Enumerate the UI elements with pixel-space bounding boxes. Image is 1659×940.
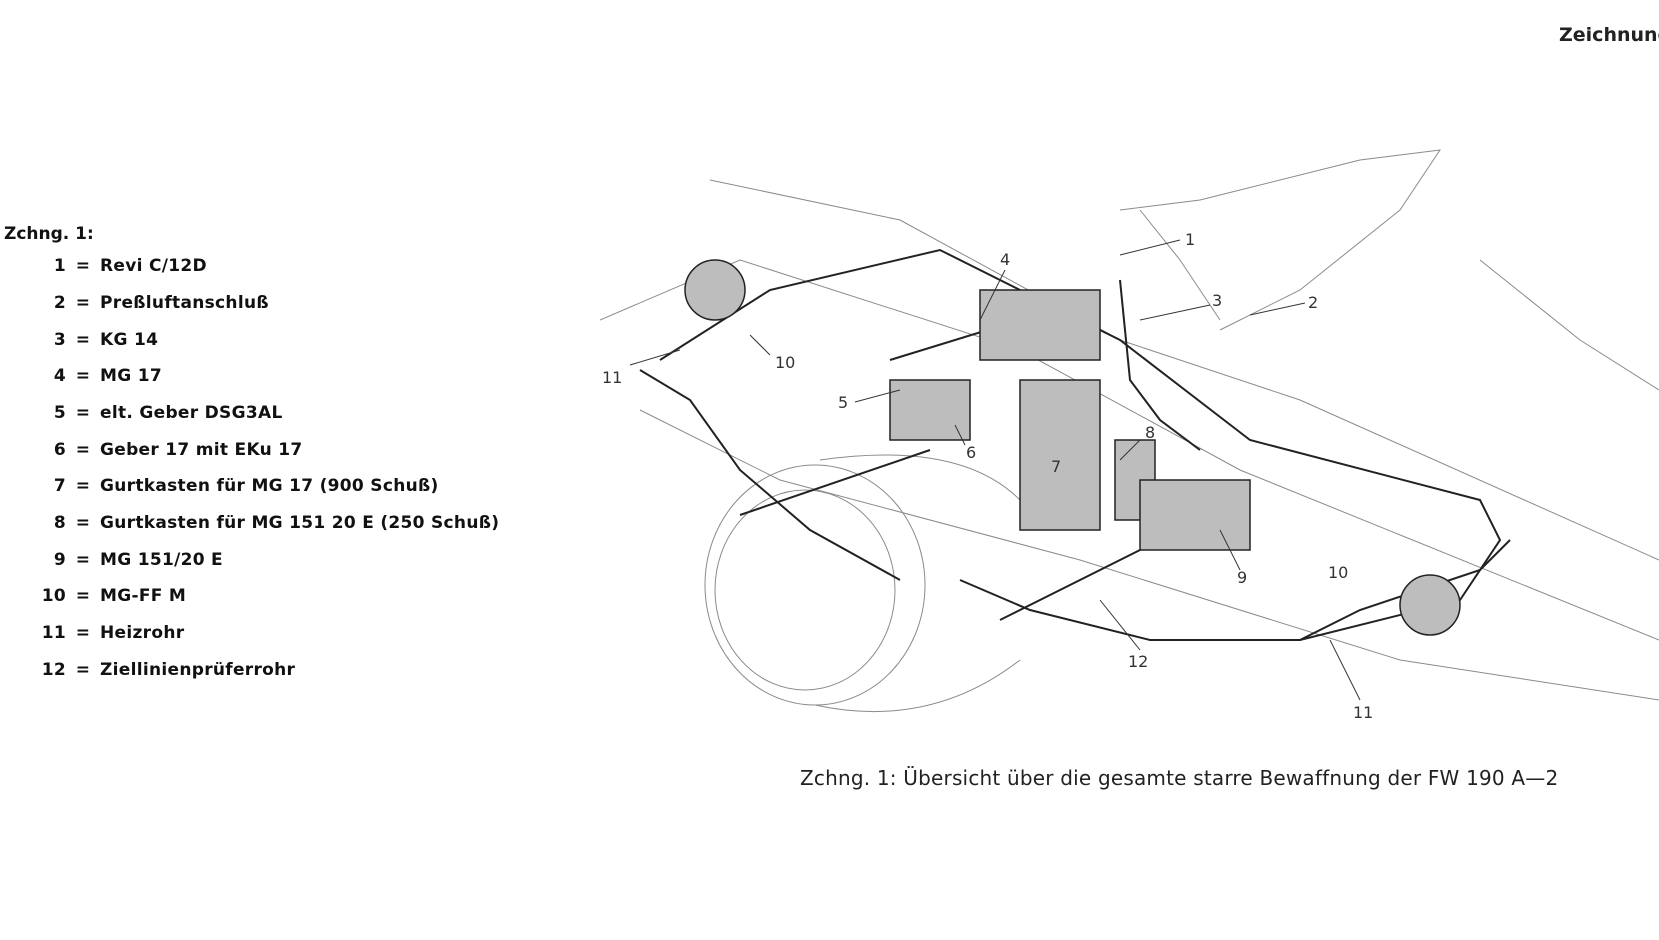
wing-pipe xyxy=(1119,279,1201,451)
figure-caption: Zchng. 1: Übersicht über die gesamte sta… xyxy=(800,766,1559,790)
leader-line xyxy=(979,269,1006,321)
legend-item: 9=MG 151/20 E xyxy=(53,550,223,570)
legend-item: 6=Geber 17 mit EKu 17 xyxy=(53,440,303,460)
legend-item: 10=MG-FF M xyxy=(41,586,187,606)
callout-label: 10 xyxy=(775,353,795,372)
callout-label: 7 xyxy=(1051,457,1061,476)
callout-label: 11 xyxy=(1353,703,1373,722)
leader-line xyxy=(854,389,901,403)
gun-barrel xyxy=(999,539,1161,621)
legend-item: 5=elt. Geber DSG3AL xyxy=(53,403,283,423)
corner-heading: Zeichnung xyxy=(1559,24,1659,46)
fin-outline xyxy=(1479,259,1659,391)
legend-item: 11=Heizrohr xyxy=(41,623,185,643)
wing-pipe xyxy=(659,248,1502,641)
callout-label: 4 xyxy=(1000,250,1010,269)
leader-line xyxy=(1249,302,1306,316)
cowling-outline xyxy=(814,659,1021,713)
legend-item: 2=Preßluftanschluß xyxy=(53,293,269,313)
callout-label: 8 xyxy=(1145,423,1155,442)
callout-label: 11 xyxy=(602,368,622,387)
legend-item: 8=Gurtkasten für MG 151 20 E (250 Schuß) xyxy=(53,513,500,533)
wing-outline xyxy=(639,409,1659,701)
legend-item: 3=KG 14 xyxy=(53,330,159,350)
wing-pipe xyxy=(639,369,901,581)
gun-body-9 xyxy=(1139,479,1251,551)
callout-label: 3 xyxy=(1212,291,1222,310)
leader-line xyxy=(954,424,966,446)
drum-10-left xyxy=(684,259,746,321)
gun-body-5 xyxy=(889,379,971,441)
canopy-outline xyxy=(1139,209,1221,321)
leader-line xyxy=(1119,239,1181,256)
legend-item: 12=Ziellinienprüferrohr xyxy=(41,660,296,680)
drum-10-right xyxy=(1399,574,1461,636)
legend-item: 7=Gurtkasten für MG 17 (900 Schuß) xyxy=(53,476,439,496)
cowling-outline xyxy=(819,454,1021,501)
callout-label: 12 xyxy=(1128,652,1148,671)
leader-line xyxy=(1219,529,1241,571)
legend-heading: Zchng. 1: xyxy=(4,224,94,244)
leader-line xyxy=(1329,639,1361,701)
leader-line xyxy=(1139,304,1211,321)
leader-line xyxy=(749,334,771,356)
callout-label: 9 xyxy=(1237,568,1247,587)
legend-item: 4=MG 17 xyxy=(53,366,162,386)
canopy-outline xyxy=(1119,149,1442,331)
gun-barrel xyxy=(739,449,931,516)
gun-body-4 xyxy=(979,289,1101,361)
callout-label: 10 xyxy=(1328,563,1348,582)
callout-label: 6 xyxy=(966,443,976,462)
cowling-ring xyxy=(704,464,926,706)
ammo-box-7 xyxy=(1019,379,1101,531)
legend-item: 1=Revi C/12D xyxy=(53,256,207,276)
leader-line xyxy=(629,349,681,366)
armament-cutaway-drawing: 1 2 3 4 5 6 7 8 9 10 10 11 11 12 xyxy=(600,149,1659,722)
cowling-ring xyxy=(714,489,896,691)
callout-label: 5 xyxy=(838,393,848,412)
leader-line xyxy=(1099,599,1141,651)
callout-label: 2 xyxy=(1308,293,1318,312)
leader-line xyxy=(1119,439,1141,461)
callout-label: 1 xyxy=(1185,230,1195,249)
